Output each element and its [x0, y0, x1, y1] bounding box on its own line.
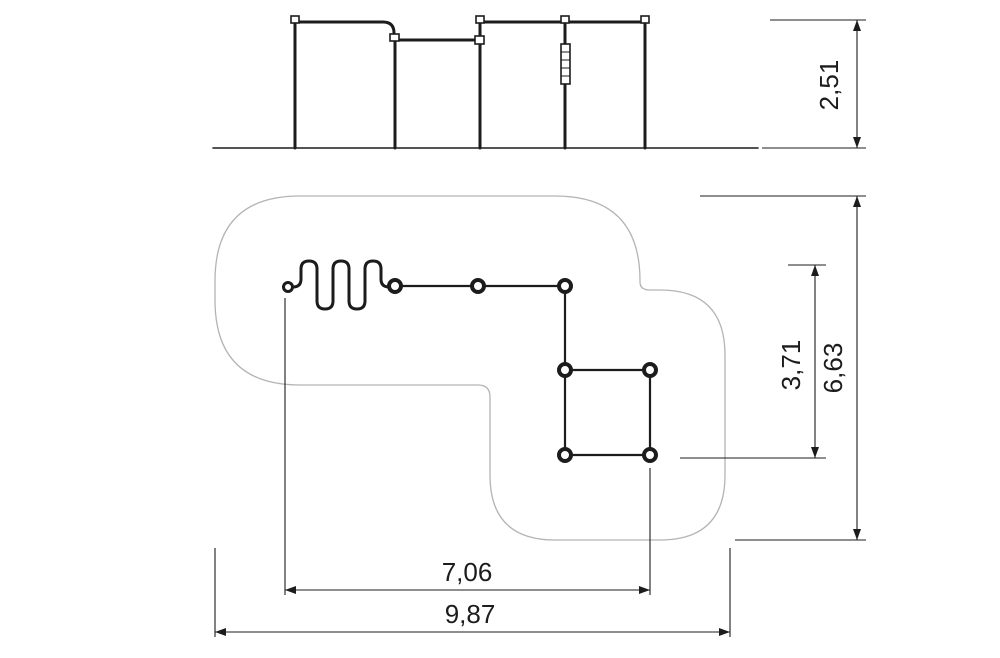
- dimension-label-inner-depth: 3,71: [776, 340, 806, 391]
- elevation-view: [212, 15, 759, 150]
- bar-collar-low: [474, 35, 485, 45]
- dimension-elevation-height: 2,51: [762, 19, 866, 149]
- safety-surface-outline: [214, 195, 726, 541]
- dimension-plan-inner-width: 7,06: [284, 298, 651, 595]
- arrowhead-up: [853, 196, 861, 207]
- arrowhead-right: [639, 586, 650, 594]
- plan-view: [214, 195, 726, 541]
- dimension-plan-total-depth: 6,63: [700, 195, 866, 541]
- post-marker-6: [557, 447, 573, 463]
- arrowhead-down: [811, 447, 819, 458]
- arrowhead-up: [853, 20, 861, 31]
- post-marker-2: [470, 278, 486, 294]
- dimension-plan-total-width: 9,87: [214, 548, 731, 637]
- arrowhead-right: [719, 628, 730, 636]
- dimension-label-total-width: 9,87: [445, 599, 496, 629]
- dimensions: 2,51 6,63 3,71: [214, 19, 866, 637]
- mid-post-panel-rungs: [560, 51, 571, 77]
- post-marker-3: [557, 278, 573, 294]
- bar-elbow: [381, 20, 396, 40]
- dimension-plan-inner-depth: 3,71: [680, 264, 826, 459]
- square-frame-plan: [563, 368, 652, 457]
- arrowhead-up: [811, 265, 819, 276]
- post-marker-1: [387, 278, 403, 294]
- bar-collar-elbow: [389, 33, 400, 42]
- arrowhead-down: [853, 529, 861, 540]
- post-cap-3: [475, 15, 485, 24]
- post-marker-5: [642, 362, 658, 378]
- post-cap-1: [290, 15, 300, 24]
- dimension-label-inner-width: 7,06: [442, 557, 493, 587]
- arrowhead-down: [853, 137, 861, 148]
- post-cap-4: [560, 15, 570, 24]
- snake-bar-plan: [291, 259, 397, 311]
- arrowhead-left: [215, 628, 226, 636]
- dimension-label-height: 2,51: [814, 60, 844, 111]
- post-marker-4: [557, 362, 573, 378]
- mid-post-panel: [560, 43, 571, 85]
- arrowhead-left: [285, 586, 296, 594]
- post-marker-snake-end: [282, 281, 294, 293]
- dimension-label-total-depth: 6,63: [818, 343, 848, 394]
- post-cap-5: [640, 15, 650, 24]
- post-marker-7: [642, 447, 658, 463]
